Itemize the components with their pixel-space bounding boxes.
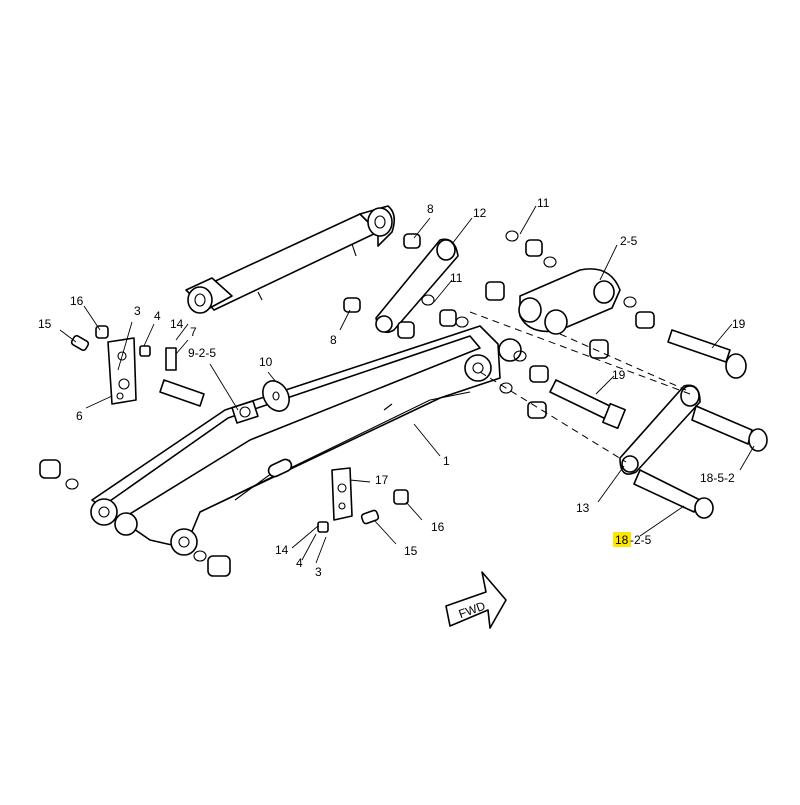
bracket-17	[331, 467, 353, 521]
callout-10: 10	[259, 355, 273, 369]
callout-11-top: 11	[537, 196, 550, 210]
callout-19-upper: 19	[732, 317, 746, 331]
bracket-6	[107, 337, 137, 405]
callout-18-highlight	[613, 532, 631, 547]
callout-1: 1	[443, 454, 450, 468]
callout-12: 12	[473, 206, 487, 220]
main-boom	[90, 325, 522, 556]
bushings	[39, 230, 655, 577]
callouts: 1 2-5 3 3 4 4 6 7 8 8 9-2-5 10 11 11 12 …	[38, 196, 746, 579]
callout-19-lower: 19	[612, 368, 626, 382]
callout-14-right: 14	[275, 543, 289, 557]
callout-2-5: 2-5	[620, 234, 638, 248]
pin-18-5-2	[691, 405, 768, 452]
pin-19-lower	[549, 379, 626, 430]
callout-8-top: 8	[427, 202, 434, 216]
callout-4-left: 4	[154, 309, 161, 323]
boom-cylinder	[185, 205, 396, 314]
callout-18-suffix: -2-5	[630, 533, 652, 547]
callout-15-left: 15	[38, 317, 52, 331]
link-13	[619, 384, 701, 475]
callout-13: 13	[576, 501, 590, 515]
callout-3-right: 3	[315, 565, 322, 579]
callout-8-left: 8	[330, 333, 337, 347]
callout-11-mid: 11	[450, 271, 463, 285]
callout-17: 17	[375, 473, 389, 487]
callout-3-left: 3	[134, 304, 141, 318]
callout-16-left: 16	[70, 294, 84, 308]
callout-18-5-2: 18-5-2	[700, 471, 735, 485]
pin-18-2-5	[633, 469, 714, 519]
callout-14-left: 14	[170, 317, 184, 331]
callout-18-main: 18	[615, 533, 629, 547]
fwd-arrow: FWD	[445, 571, 507, 629]
leader-lines	[59, 205, 755, 564]
pin-19-upper	[667, 329, 747, 379]
callout-7: 7	[190, 325, 197, 339]
callout-4-right: 4	[296, 556, 303, 570]
callout-6: 6	[76, 409, 83, 423]
callout-16-right: 16	[431, 520, 445, 534]
grease-fittings	[70, 334, 380, 533]
callout-15-right: 15	[404, 544, 418, 558]
rocker-2-5	[518, 268, 621, 335]
link-12	[375, 238, 459, 334]
callout-9-2-5: 9-2-5	[188, 346, 216, 360]
